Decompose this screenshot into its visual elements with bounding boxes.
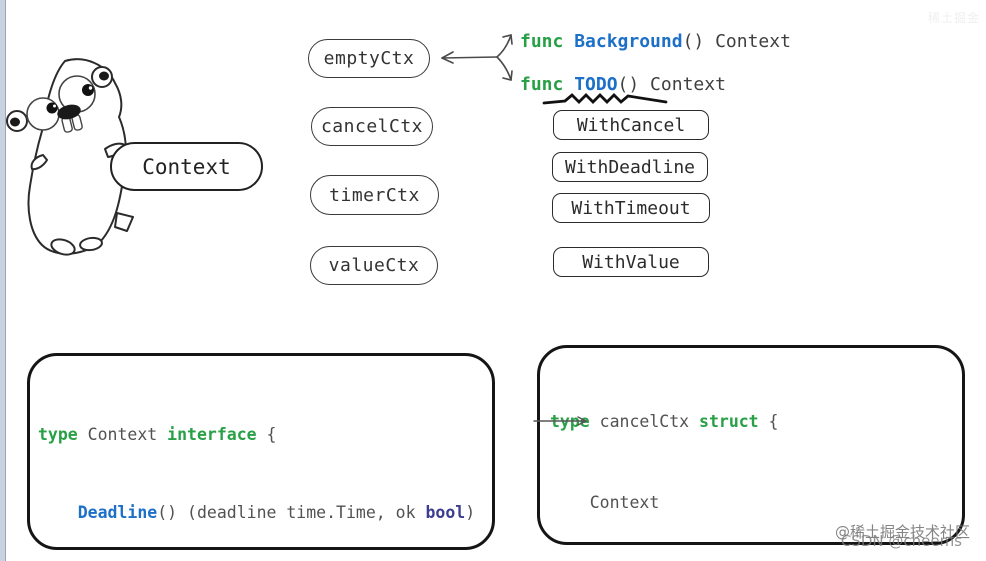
ctx-type-label: valueCtx	[328, 255, 420, 276]
code-lines: type cancelCtx struct { Context mu sync.…	[540, 348, 962, 561]
func-todo-line: func TODO() Context	[520, 74, 726, 95]
with-box-label: WithTimeout	[571, 197, 691, 219]
branch-arrows-icon	[441, 34, 513, 81]
ctx-type-pill-timerctx: timerCtx	[310, 175, 439, 215]
ctx-type-pill-cancelctx: cancelCtx	[311, 107, 433, 146]
watermark-csdn: CSDN @cheems	[840, 532, 962, 550]
with-box-label: WithCancel	[576, 114, 686, 136]
with-value-box: WithValue	[553, 247, 709, 277]
ctx-type-label: timerCtx	[329, 184, 420, 206]
with-timeout-box: WithTimeout	[552, 193, 710, 223]
ctx-type-label: emptyCtx	[323, 48, 415, 69]
context-interface-codebox: type Context interface { Deadline() (dea…	[27, 353, 495, 550]
context-bubble-label: Context	[142, 154, 231, 179]
with-deadline-box: WithDeadline	[552, 152, 708, 182]
code-line: Context	[550, 493, 660, 512]
watermark-top-right: 稀土掘金	[927, 11, 980, 25]
ctx-type-pill-valuectx: valueCtx	[310, 246, 438, 285]
with-cancel-box: WithCancel	[553, 110, 709, 140]
context-bubble: Context	[110, 142, 263, 191]
with-box-label: WithValue	[582, 251, 680, 273]
todo-squiggle-underline-icon	[542, 93, 668, 105]
code-line: type Context interface {	[38, 425, 277, 444]
func-background-line: func Background() Context	[520, 31, 791, 52]
gopher-mascot	[6, 58, 134, 256]
ctx-type-label: cancelCtx	[320, 116, 424, 137]
code-lines: type Context interface { Deadline() (dea…	[30, 356, 492, 561]
mu-field-arrow-icon	[533, 416, 587, 426]
watermark-juejin: @稀土掘金技术社区	[834, 523, 970, 541]
left-edge-strip	[0, 0, 6, 561]
code-line: type cancelCtx struct {	[550, 412, 779, 431]
with-box-label: WithDeadline	[564, 156, 696, 178]
ctx-type-pill-emptyctx: emptyCtx	[308, 39, 430, 78]
code-line: Deadline() (deadline time.Time, ok bool)	[77, 503, 476, 522]
cancelctx-struct-codebox: type cancelCtx struct { Context mu sync.…	[537, 345, 965, 545]
